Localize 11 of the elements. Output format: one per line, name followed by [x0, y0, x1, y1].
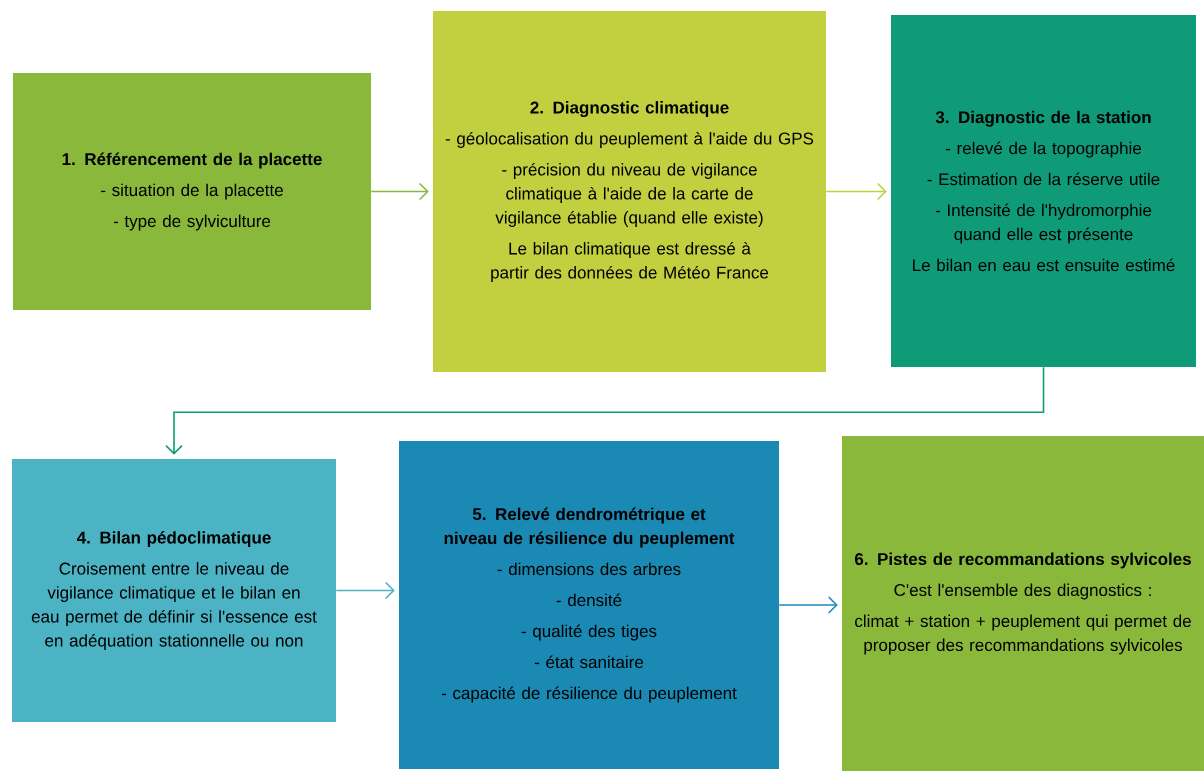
process-box: 3. Diagnostic de la station - relevé de la topographie - Estimation de la réserve utile - Intensité de l'hydromorphie quand elle est présente Le bilan en eau est ensuite estimé — [891, 15, 1196, 367]
process-box: 6. Pistes de recommandations sylvicoles C'est l'ensemble des diagnostics : climat + station + peuplement qui permet de proposer des recommandations sylvicoles — [842, 436, 1204, 771]
arrow — [370, 182, 429, 201]
process-box: 5. Relevé dendrométrique et niveau de résilience du peuplement - dimensions des arbres - densité - qualité des tiges - état sanitaire - capacité de résilience du peuplement — [399, 441, 779, 769]
arrow — [335, 581, 395, 600]
arrow — [165, 366, 1045, 455]
process-box: 4. Bilan pédoclimatique Croisement entre le niveau de vigilance climatique et le bilan en eau permet de définir si l'essence est en adéquation stationnelle ou non — [12, 459, 336, 722]
process-box: 1. Référencement de la placette - situation de la placette - type de sylviculture — [13, 73, 371, 310]
arrow — [825, 182, 887, 201]
process-box: 2. Diagnostic climatique - géolocalisation du peuplement à l'aide du GPS - précision du niveau de vigilance climatique à l'aide de la carte de vigilance établie (quand elle existe) Le bilan climatique est dressé à partir des données de Météo France — [433, 11, 826, 372]
arrow — [778, 596, 838, 614]
